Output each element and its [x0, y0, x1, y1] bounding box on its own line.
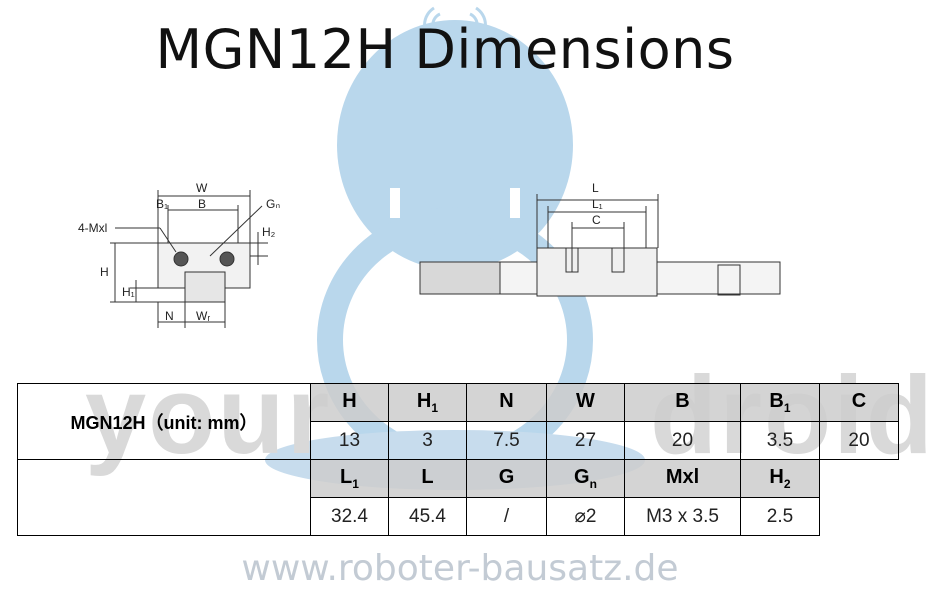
label-b: B: [198, 197, 206, 211]
technical-drawing: W B₁ B Gₙ 4-Mxl H H₁ H₂ N Wᵣ L L₁ C: [78, 181, 781, 328]
label-h: H: [100, 265, 109, 279]
label-h1: H₁: [122, 285, 135, 299]
value-b: 20: [624, 421, 741, 460]
header-n: N: [466, 383, 547, 422]
watermark-url: www.roboter-bausatz.de: [241, 548, 679, 589]
value-c: 20: [819, 421, 899, 460]
value-g: /: [466, 497, 547, 536]
label-w: W: [196, 181, 208, 195]
front-view: [110, 190, 268, 328]
header-c: C: [819, 383, 899, 422]
value-mxl: M3 x 3.5: [624, 497, 741, 536]
table-row-headers-2: L1 L G Gn Mxl H2: [17, 459, 899, 536]
model-label: MGN12H（unit: mm）: [17, 383, 311, 460]
empty-cell: [17, 459, 311, 536]
value-gn: ⌀2: [546, 497, 625, 536]
page-title: MGN12H Dimensions: [155, 18, 735, 81]
header-b1: B1: [740, 383, 820, 422]
spec-table: MGN12H（unit: mm） H H1 N W B B1 C 13 3 7.…: [17, 383, 899, 536]
table-row-values-1: 13 3 7.5 27 20 3.5 20: [18, 421, 899, 460]
value-l1: 32.4: [310, 497, 389, 536]
value-l: 45.4: [388, 497, 467, 536]
header-mxl: Mxl: [624, 459, 741, 498]
label-l: L: [592, 181, 599, 195]
label-h2: H₂: [262, 225, 276, 239]
table-row-headers-1: MGN12H（unit: mm） H H1 N W B B1 C: [17, 383, 899, 460]
label-mxl: 4-Mxl: [78, 221, 107, 235]
value-n: 7.5: [466, 421, 547, 460]
header-gn: Gn: [546, 459, 625, 498]
header-w: W: [546, 383, 625, 422]
label-gn: Gₙ: [266, 197, 280, 211]
side-view: [419, 194, 781, 297]
label-wr: Wᵣ: [196, 309, 210, 323]
blank-cell: [820, 498, 899, 536]
header-b: B: [624, 383, 741, 422]
header-l: L: [388, 459, 467, 498]
value-b1: 3.5: [740, 421, 820, 460]
label-c: C: [592, 213, 601, 227]
value-h2: 2.5: [740, 497, 820, 536]
header-h1: H1: [388, 383, 467, 422]
value-h1: 3: [388, 421, 467, 460]
header-l1: L1: [310, 459, 389, 498]
value-h: 13: [310, 421, 389, 460]
header-h: H: [310, 383, 389, 422]
label-b1: B₁: [156, 197, 168, 211]
header-h2: H2: [740, 459, 820, 498]
label-l1: L₁: [592, 197, 603, 211]
value-w: 27: [546, 421, 625, 460]
header-g: G: [466, 459, 547, 498]
label-n: N: [165, 309, 174, 323]
table-row-values-2: 32.4 45.4 / ⌀2 M3 x 3.5 2.5: [18, 497, 899, 536]
blank-cell: [820, 460, 899, 498]
